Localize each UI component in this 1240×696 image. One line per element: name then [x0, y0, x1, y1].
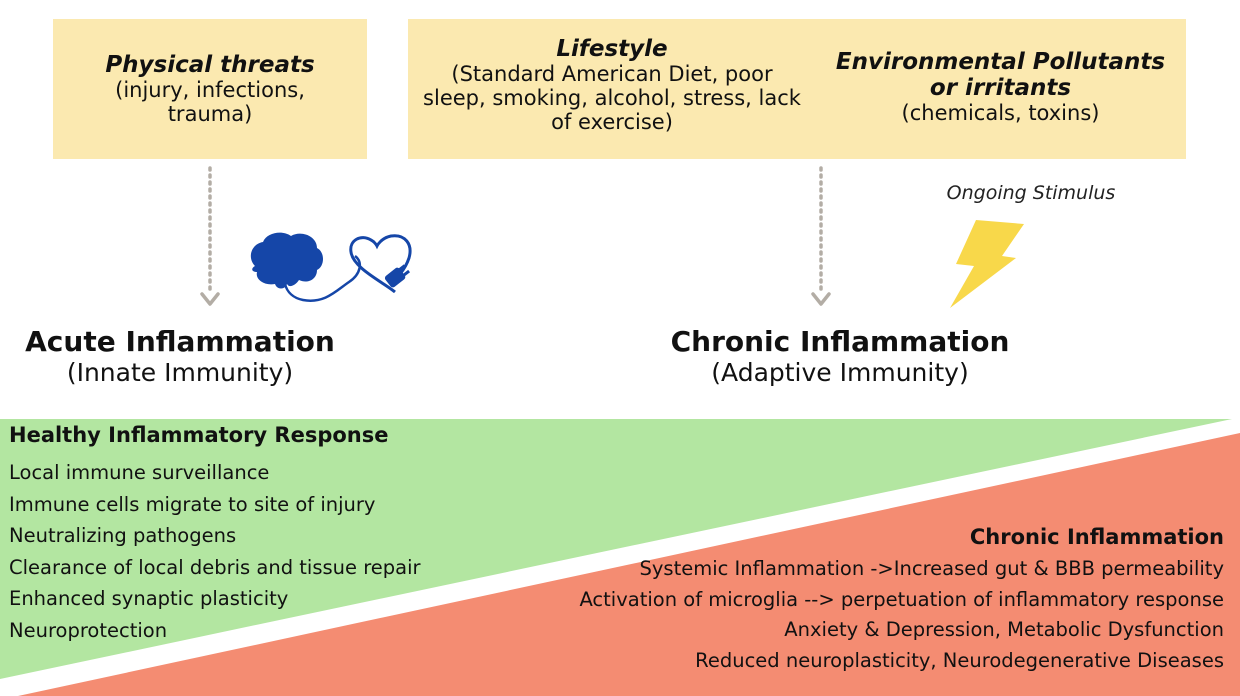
list-item: Enhanced synaptic plasticity — [9, 587, 289, 610]
chronic-inflammation-block: Chronic Inflammation Systemic Inflammati… — [579, 522, 1224, 676]
brain-heart-icon — [250, 232, 412, 302]
list-item: Clearance of local debris and tissue rep… — [9, 555, 421, 579]
list-item: Systemic Inflammation ->Increased gut & … — [639, 557, 1225, 580]
environmental-title: Environmental Pollutants or irritants — [835, 49, 1166, 101]
healthy-response-block: Healthy Inflammatory Response Local immu… — [9, 420, 421, 646]
lightning-bolt-icon — [950, 220, 1024, 308]
chronic-inflammation-title: Chronic Inflammation — [670, 325, 1010, 358]
physical-threats-description: (injury, infections, trauma) — [115, 78, 305, 126]
list-item: Neuroprotection — [9, 618, 168, 642]
physical-threats-title: Physical threats — [105, 52, 315, 78]
chronic-inflammation-heading: Chronic Inflammation (Adaptive Immunity) — [630, 326, 1050, 388]
list-item: Neutralizing pathogens — [9, 524, 237, 547]
physical-threats-cell: Physical threats (injury, infections, tr… — [53, 52, 367, 126]
acute-inflammation-subtitle: (Innate Immunity) — [66, 358, 294, 387]
arrow-down-icon — [811, 166, 831, 306]
list-item: Anxiety & Depression, Metabolic Dysfunct… — [784, 618, 1224, 641]
healthy-response-title: Healthy Inflammatory Response — [9, 423, 389, 447]
list-item: Reduced neuroplasticity, Neurodegenerati… — [695, 648, 1224, 672]
list-item: Immune cells migrate to site of injury — [9, 492, 376, 516]
environmental-description: (chemicals, toxins) — [901, 101, 1100, 125]
lifestyle-environment-box: Lifestyle (Standard American Diet, poor … — [408, 19, 1186, 159]
healthy-triangle — [0, 419, 1232, 679]
list-item: Activation of microglia --> perpetuation… — [579, 587, 1224, 611]
lifestyle-cell: Lifestyle (Standard American Diet, poor … — [422, 36, 802, 134]
environmental-cell: Environmental Pollutants or irritants (c… — [823, 49, 1178, 125]
lifestyle-description: (Standard American Diet, poor sleep, smo… — [423, 62, 801, 134]
lifestyle-title: Lifestyle — [556, 36, 668, 62]
healthy-response-list: Local immune surveillance Immune cells m… — [9, 457, 421, 646]
chronic-inflammation-block-title: Chronic Inflammation — [969, 525, 1224, 549]
ongoing-stimulus-label: Ongoing Stimulus — [946, 182, 1116, 204]
acute-inflammation-title: Acute Inflammation — [25, 325, 335, 358]
acute-inflammation-heading: Acute Inflammation (Innate Immunity) — [10, 326, 350, 388]
list-item: Local immune surveillance — [9, 461, 270, 484]
chronic-inflammation-subtitle: (Adaptive Immunity) — [711, 358, 969, 387]
physical-threats-box: Physical threats (injury, infections, tr… — [53, 19, 367, 159]
inflammation-spectrum — [0, 419, 1240, 696]
arrow-down-icon — [200, 166, 220, 306]
chronic-triangle — [18, 433, 1240, 696]
